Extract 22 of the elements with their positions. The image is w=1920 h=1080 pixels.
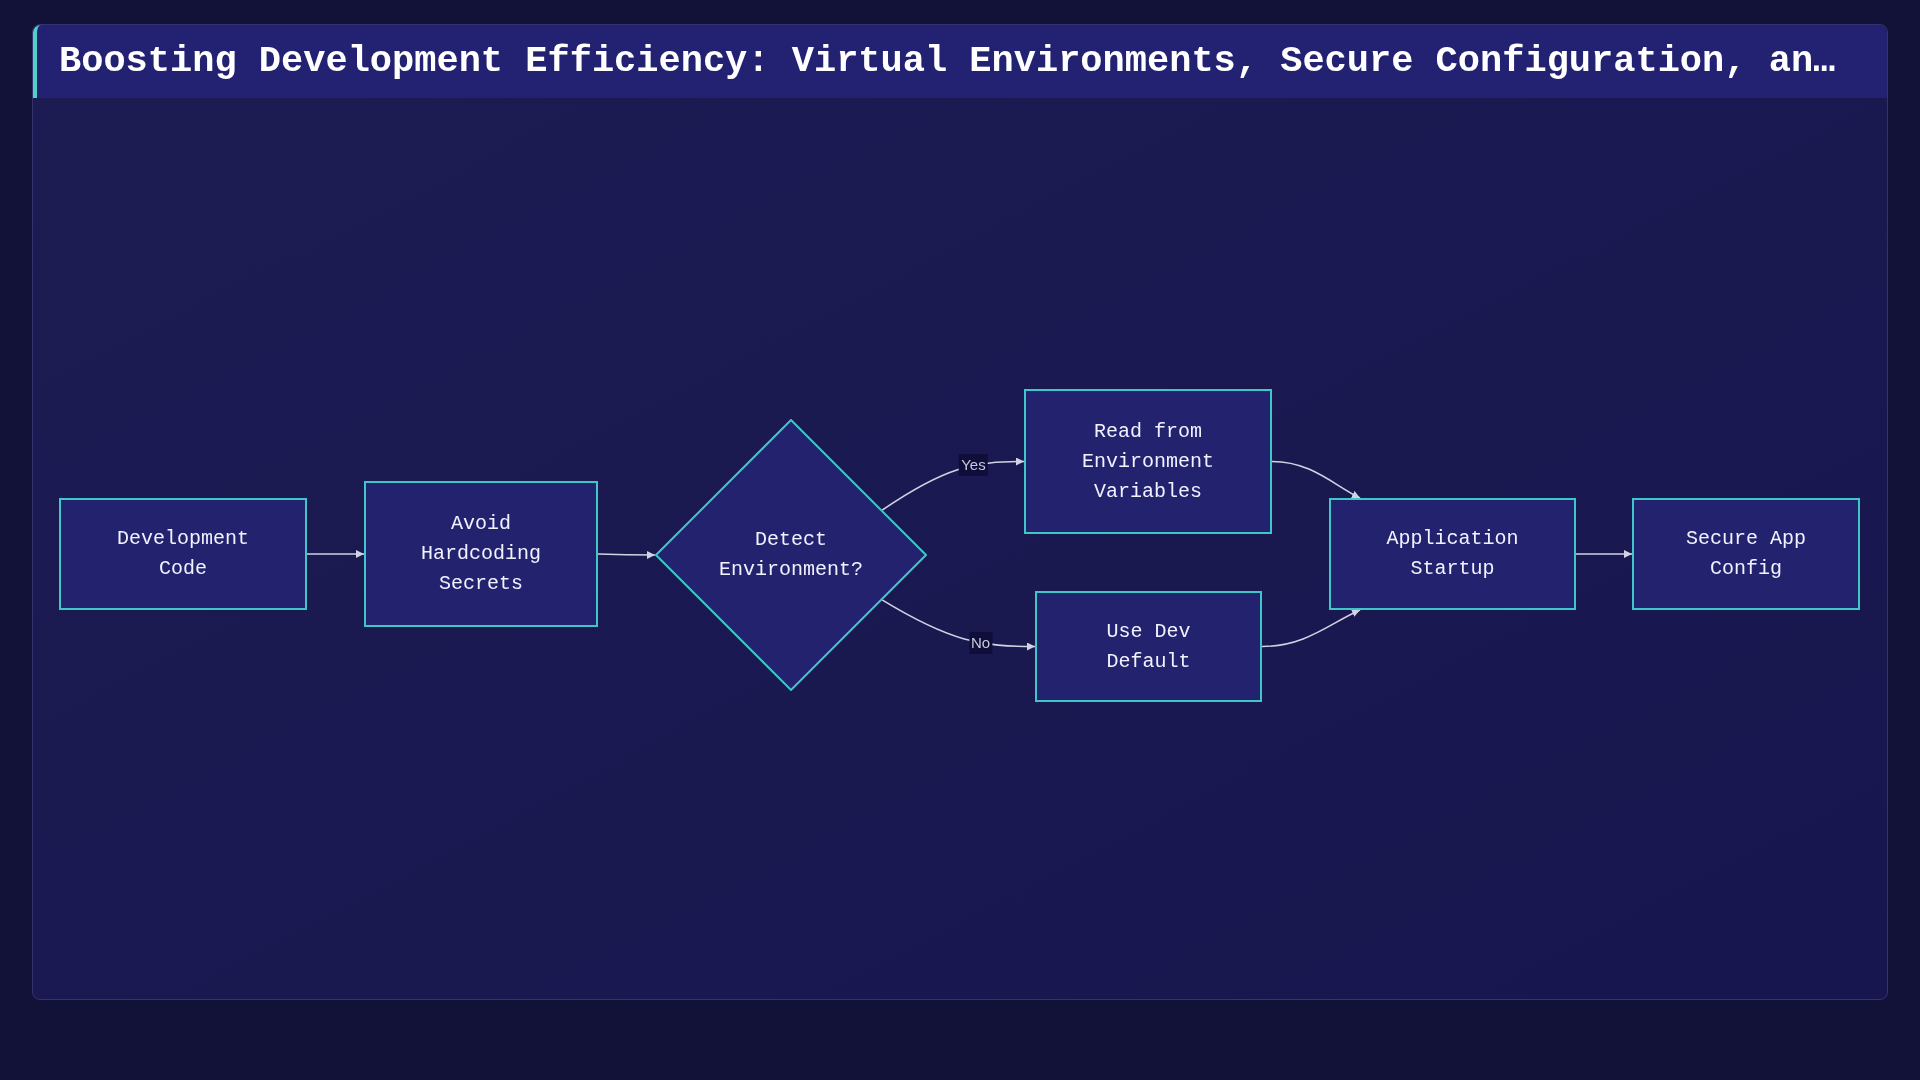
process-box [59,498,307,610]
node-text: Use Dev Default [1105,618,1192,675]
process-box [1632,498,1860,610]
node-text: Secure App Config [1685,526,1807,582]
arrow [1271,460,1361,499]
process-box [1035,591,1262,702]
arrow [881,599,1036,651]
node-text: Read from Environment Variables [1081,418,1215,505]
arrow [1261,609,1361,648]
arrow [306,550,365,558]
arrow [1575,550,1633,558]
decision-diamond [655,419,927,691]
node-text: Development Code [116,526,250,582]
node-text: Application Startup [1385,526,1520,582]
diagram-title: Boosting Development Efficiency: Virtual Environments, Secure Configuration, an… [59,43,1836,80]
process-box [1024,389,1272,534]
edge-label: Yes [959,454,988,477]
node-text: Detect Environment? [718,527,864,583]
node-text: Avoid Hardcoding Secrets [420,511,542,597]
process-box [1329,498,1576,610]
process-box [364,481,598,627]
arrow [597,551,656,559]
